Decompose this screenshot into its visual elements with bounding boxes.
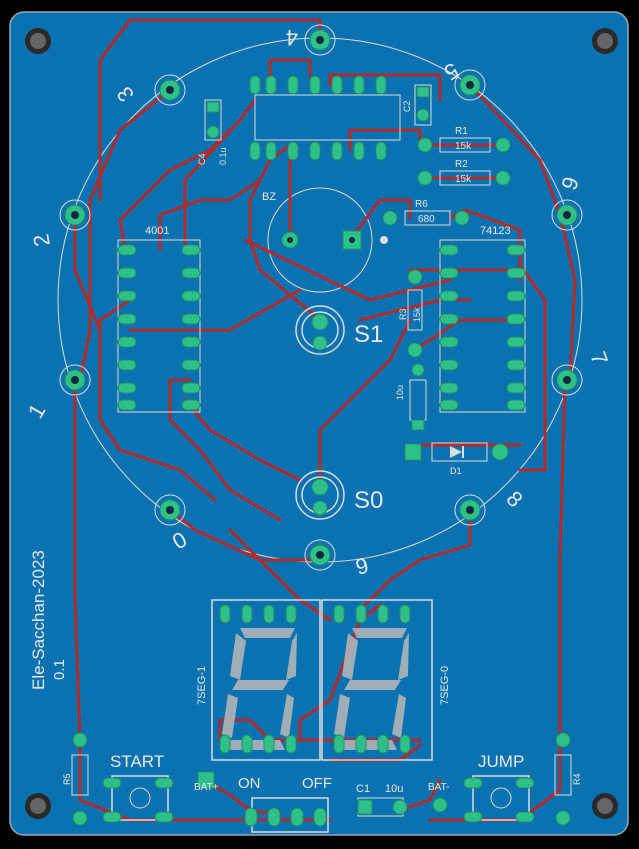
board-version: 0.1	[51, 659, 68, 680]
capacitor-c1: C1 10u	[356, 783, 408, 817]
svg-text:R6: R6	[415, 199, 428, 210]
mounting-holes	[25, 28, 618, 819]
capacitor-c3: 10u	[395, 363, 427, 431]
ic-4001-label: 4001	[145, 225, 169, 237]
svg-text:OFF: OFF	[302, 775, 332, 792]
diode-d1: D1	[404, 442, 509, 476]
svg-text:C1: C1	[356, 783, 370, 795]
svg-text:JUMP: JUMP	[478, 752, 524, 771]
button-jump: JUMP	[463, 752, 535, 823]
svg-text:10u: 10u	[395, 385, 405, 400]
dial-switch-pads	[59, 24, 583, 571]
svg-text:R5: R5	[62, 773, 72, 785]
svg-text:15k: 15k	[412, 307, 422, 322]
svg-text:R3: R3	[398, 308, 408, 320]
switch-s0: S0	[295, 470, 383, 520]
resistor-r4: R4	[554, 732, 582, 826]
buzzer-outline	[267, 187, 373, 293]
svg-text:15k: 15k	[455, 141, 472, 152]
svg-text:BAT-: BAT-	[428, 782, 449, 793]
svg-text:C4: C4	[197, 153, 207, 165]
svg-text:0.1u: 0.1u	[218, 147, 228, 165]
svg-text:START: START	[110, 752, 164, 771]
board-title: Ele-Sacchan-2023	[29, 550, 48, 690]
svg-text:680: 680	[418, 214, 435, 225]
svg-text:10u: 10u	[385, 783, 403, 795]
ic-top	[249, 75, 401, 161]
ic-4001: 4001	[117, 225, 201, 413]
bz-label: BZ	[262, 191, 276, 203]
ic-74123: 74123	[439, 225, 526, 413]
seven-seg-1: 7SEG-1	[196, 599, 321, 761]
buzzer: BZ	[262, 191, 388, 250]
svg-text:R1: R1	[455, 126, 468, 137]
capacitor-c4: C4 0.1u	[197, 99, 228, 165]
button-start: START	[102, 752, 174, 823]
board-outline	[9, 11, 629, 836]
resistor-r2: R2 15k	[417, 159, 511, 186]
svg-text:7SEG-1: 7SEG-1	[196, 666, 208, 705]
svg-text:BAT+: BAT+	[194, 782, 219, 793]
capacitor-c2: C2	[402, 84, 432, 126]
ic-74123-label: 74123	[480, 225, 511, 237]
resistor-r6: R6 680	[382, 199, 470, 226]
switch-s1: S1	[295, 305, 383, 355]
svg-text:C2: C2	[402, 100, 412, 112]
svg-text:15k: 15k	[455, 174, 472, 185]
svg-text:S0: S0	[354, 487, 383, 514]
svg-text:7SEG-0: 7SEG-0	[439, 666, 451, 705]
battery-plus: BAT+	[194, 771, 219, 793]
resistor-r3: R3 15k	[398, 269, 423, 358]
svg-text:R4: R4	[572, 773, 582, 785]
svg-text:ON: ON	[238, 775, 261, 792]
svg-text:S1: S1	[354, 321, 383, 348]
seven-seg-0: 7SEG-0	[321, 599, 451, 761]
dial-number-2: 2	[28, 232, 55, 248]
battery-minus: BAT-	[428, 782, 449, 813]
resistor-r5: R5	[62, 732, 89, 826]
svg-text:R2: R2	[455, 159, 468, 170]
resistor-r1: R1 15k	[417, 126, 511, 153]
svg-text:D1: D1	[450, 466, 462, 476]
dial-number-4: 4	[286, 25, 298, 50]
power-switch: ON OFF	[238, 775, 332, 833]
